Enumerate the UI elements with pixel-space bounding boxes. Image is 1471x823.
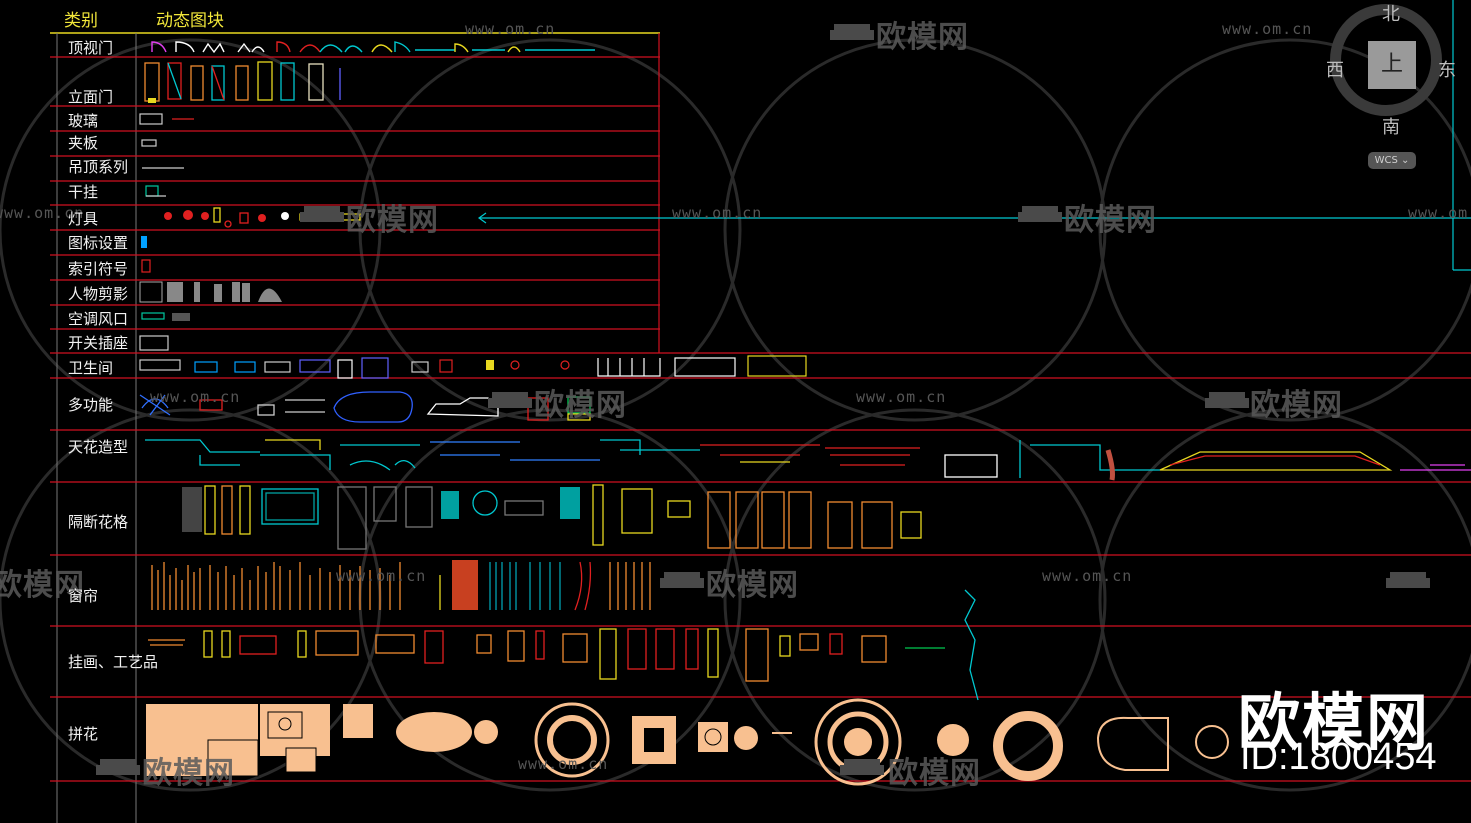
viewcube-east[interactable]: 东: [1438, 60, 1456, 81]
watermark-url: www.om.cn: [1042, 567, 1133, 585]
row-label: 索引符号: [68, 260, 129, 278]
viewcube-top-face[interactable]: 上: [1368, 41, 1416, 89]
blocks-curtains: [151, 560, 651, 611]
watermark-url: www.om.cn: [518, 755, 609, 773]
watermark-url: www.om.cn: [856, 388, 947, 406]
wcs-menu-button[interactable]: WCS ⌄: [1368, 152, 1416, 169]
viewcube-compass-ring[interactable]: [1330, 4, 1442, 116]
row-label: 多功能: [68, 396, 114, 414]
chevron-down-icon: ⌄: [1401, 155, 1410, 166]
model-id-watermark: ID:1800454: [1240, 736, 1437, 778]
viewcube-north[interactable]: 北: [1382, 4, 1400, 25]
row-label: 顶视门: [68, 39, 114, 57]
watermark-brand: 欧模网: [888, 756, 981, 791]
category-table-grid: [50, 32, 1471, 823]
cad-crosshair: [477, 0, 1471, 271]
row-label: 吊顶系列: [68, 158, 129, 176]
watermark-brand: 欧模网: [706, 568, 799, 603]
viewcube-south[interactable]: 南: [1382, 117, 1400, 138]
row-label: 天花造型: [68, 438, 129, 456]
blocks-top-view-doors: [151, 41, 595, 54]
blocks-ceiling-profiles: [145, 439, 1471, 481]
watermark-logos: [96, 24, 1430, 775]
brand-watermark: 欧模网: [1238, 686, 1431, 759]
row-label: 立面门: [68, 88, 114, 106]
row-label: 卫生间: [68, 359, 114, 377]
blocks-bathroom: [139, 355, 807, 379]
row-label: 人物剪影: [68, 285, 129, 303]
blocks-small-rows: [139, 113, 194, 351]
row-label: 隔断花格: [68, 513, 129, 531]
row-label: 开关插座: [68, 334, 129, 352]
viewcube-west[interactable]: 西: [1326, 60, 1344, 81]
row-label: 窗帘: [68, 587, 99, 605]
watermark-brand: 欧模网: [1064, 203, 1157, 238]
watermark-brand: 欧模网: [0, 568, 85, 603]
watermark-brand: 欧模网: [142, 756, 235, 791]
blocks-people-silhouettes: [139, 281, 282, 303]
row-label: 拼花: [68, 725, 99, 743]
watermark-url: www.om.cn: [336, 567, 427, 585]
column-header-dynamic-blocks: 动态图块: [156, 11, 224, 31]
row-label: 夹板: [68, 134, 99, 152]
column-header-category: 类别: [64, 11, 98, 31]
row-label: 挂画、工艺品: [68, 653, 159, 671]
watermark-brand: 欧模网: [346, 203, 439, 238]
watermark-url: www.om.cn: [672, 204, 763, 222]
watermark-url: www.om.cn: [0, 204, 85, 222]
watermark-brand: 欧模网: [876, 20, 969, 55]
blocks-elevation-doors: [144, 61, 341, 103]
watermark-url: www.om.cn: [1222, 20, 1313, 38]
blocks-multifunction: [139, 391, 591, 423]
watermark-brand: 欧模网: [1250, 388, 1343, 423]
row-label: 灯具: [68, 210, 99, 228]
row-label: 空调风口: [68, 310, 129, 328]
row-label: 干挂: [68, 183, 99, 201]
watermark-brand: 欧模网: [534, 388, 627, 423]
watermark-url: www.om.cn: [150, 388, 241, 406]
watermark-url: www.om.cn: [1408, 204, 1471, 222]
blocks-paintings-crafts: [148, 589, 979, 701]
blocks-parquet: [146, 698, 1229, 786]
row-label: 图标设置: [68, 234, 129, 252]
watermark-url: www.om.cn: [465, 20, 556, 38]
wcs-label: WCS: [1374, 155, 1398, 166]
row-label: 玻璃: [68, 112, 99, 130]
blocks-partitions: [182, 484, 922, 550]
